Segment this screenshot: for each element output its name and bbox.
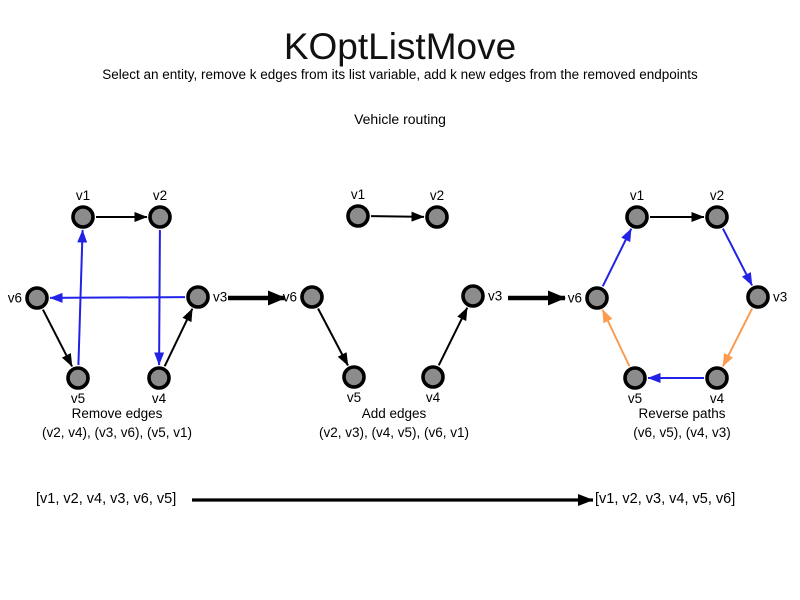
node-after-removal-v6	[300, 285, 324, 309]
node-after-removal-v5	[342, 365, 366, 389]
node-initial-route-v2	[148, 205, 172, 229]
node-label-after-removal-v6: v6	[283, 290, 297, 305]
caption-reverse-paths-detail: (v6, v5), (v4, v3)	[633, 424, 731, 440]
edge-initial-route-v5-v1	[77, 229, 88, 366]
node-label-final-route-v4: v4	[710, 391, 725, 406]
caption-add-edges-title: Add edges	[361, 406, 427, 421]
node-label-initial-route-v6: v6	[8, 291, 22, 306]
edge-after-removal-v4-v3	[437, 307, 469, 366]
node-label-final-route-v2: v2	[710, 188, 724, 203]
node-label-initial-route-v2: v2	[153, 188, 167, 203]
edge-final-route-v2-v3	[722, 228, 753, 286]
node-final-route-v4	[705, 366, 729, 390]
caption-add-edges: Add edges (v2, v3), (v4, v5), (v6, v1)	[319, 405, 469, 442]
node-label-after-removal-v5: v5	[347, 390, 361, 405]
node-label-after-removal-v2: v2	[430, 188, 444, 203]
node-initial-route-v5	[66, 366, 90, 390]
edge-after-removal-v6-v5	[317, 308, 349, 366]
route-list-after: [v1, v2, v3, v4, v5, v6]	[595, 491, 736, 507]
node-after-removal-v2	[425, 205, 449, 229]
node-initial-route-v6	[25, 286, 49, 310]
node-initial-route-v4	[147, 366, 171, 390]
node-label-final-route-v6: v6	[568, 291, 582, 306]
node-label-initial-route-v5: v5	[71, 391, 85, 406]
node-label-initial-route-v4: v4	[152, 391, 167, 406]
edge-final-route-v5-v6	[601, 309, 631, 367]
node-final-route-v6	[585, 286, 609, 310]
edge-initial-route-v3-v6	[49, 292, 186, 303]
caption-remove-edges: Remove edges (v2, v4), (v3, v6), (v5, v1…	[42, 405, 192, 442]
node-after-removal-v4	[421, 365, 445, 389]
caption-reverse-paths-title: Reverse paths	[638, 406, 726, 421]
node-label-final-route-v5: v5	[628, 391, 642, 406]
edge-initial-route-v6-v5	[42, 309, 73, 367]
context-label: Vehicle routing	[354, 111, 446, 127]
route-list-before: [v1, v2, v4, v3, v6, v5]	[36, 491, 177, 507]
node-label-after-removal-v3: v3	[488, 289, 502, 304]
edge-after-removal-v1-v2	[370, 211, 425, 222]
node-final-route-v5	[623, 366, 647, 390]
edge-initial-route-v4-v3	[163, 308, 194, 367]
edge-final-route-v3-v4	[721, 308, 754, 367]
node-after-removal-v1	[346, 204, 370, 228]
caption-add-edges-detail: (v2, v3), (v4, v5), (v6, v1)	[318, 424, 470, 440]
caption-remove-edges-title: Remove edges	[71, 406, 163, 421]
node-final-route-v2	[705, 205, 729, 229]
node-label-final-route-v1: v1	[630, 188, 644, 203]
node-initial-route-v3	[186, 285, 210, 309]
edge-final-route-v6-v1	[601, 228, 633, 287]
node-label-initial-route-v1: v1	[76, 188, 90, 203]
page-title: KOptListMove	[283, 26, 517, 67]
node-initial-route-v1	[71, 205, 95, 229]
node-final-route-v1	[625, 205, 649, 229]
node-label-after-removal-v1: v1	[351, 187, 365, 202]
caption-reverse-paths: Reverse paths (v6, v5), (v4, v3)	[633, 405, 731, 442]
node-label-after-removal-v4: v4	[426, 390, 441, 405]
caption-remove-edges-detail: (v2, v4), (v3, v6), (v5, v1)	[41, 424, 193, 440]
page-subtitle: Select an entity, remove k edges from it…	[102, 67, 698, 82]
node-after-removal-v3	[461, 284, 485, 308]
node-label-initial-route-v3: v3	[213, 290, 227, 305]
node-label-final-route-v3: v3	[773, 290, 787, 305]
node-final-route-v3	[746, 285, 770, 309]
